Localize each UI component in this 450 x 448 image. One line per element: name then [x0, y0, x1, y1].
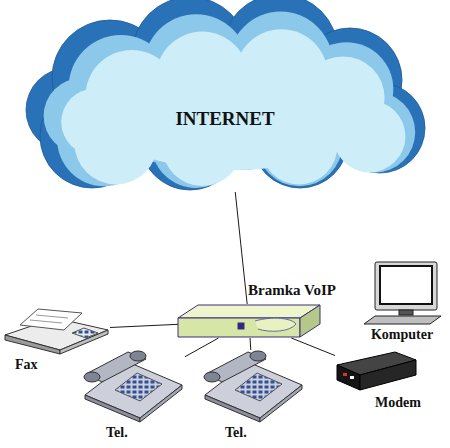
- fax-machine: [20, 309, 82, 330]
- device-label: Komputer: [371, 328, 433, 342]
- telephone: [130, 351, 146, 361]
- computer: [380, 266, 432, 304]
- telephone: [204, 372, 220, 382]
- telephone: [250, 351, 266, 361]
- telephone: [204, 351, 302, 422]
- modem: [337, 365, 360, 390]
- device-node: Bramka VoIP: [178, 304, 320, 338]
- computer: [364, 316, 441, 324]
- voip-gateway: [255, 318, 296, 331]
- connector-line: [185, 338, 219, 357]
- computer: [364, 262, 441, 324]
- modem: [343, 373, 347, 376]
- cloud-layer: [61, 29, 405, 186]
- telephone: [84, 351, 182, 422]
- modem: [350, 376, 354, 379]
- fax-machine: [5, 309, 108, 354]
- cloud-node: INTERNET: [25, 0, 425, 192]
- cloud-label: INTERNET: [175, 109, 274, 128]
- cloud-layer: [333, 100, 405, 172]
- connector-line: [110, 324, 178, 327]
- telephone: [235, 373, 282, 401]
- voip-gateway: [300, 305, 320, 337]
- connector-line: [291, 338, 335, 356]
- fax-machine: [5, 335, 60, 354]
- device-label: Fax: [15, 358, 38, 372]
- cloud-layer: [26, 0, 425, 190]
- device-label: Bramka VoIP: [248, 283, 336, 298]
- device-label: Tel.: [225, 426, 247, 440]
- telephone: [84, 372, 100, 382]
- modem: [360, 360, 416, 390]
- telephone: [85, 395, 140, 422]
- device-node: Tel.: [203, 350, 303, 422]
- fax-machine: [72, 328, 98, 338]
- telephone: [205, 395, 260, 422]
- device-node: Modem: [335, 352, 417, 392]
- internet-cloud: [26, 0, 425, 190]
- voip-gateway: [178, 305, 320, 337]
- computer: [399, 310, 413, 315]
- cloud-layer: [74, 101, 157, 184]
- device-node: Komputer: [362, 262, 442, 324]
- telephone: [115, 373, 162, 401]
- voip-gateway: [178, 305, 320, 318]
- cloud-layer: [44, 12, 416, 188]
- device-node: Fax: [3, 306, 110, 354]
- voip-gateway: [238, 323, 244, 329]
- device-node: Tel.: [80, 350, 185, 422]
- connector-line: [250, 338, 252, 350]
- computer: [375, 262, 437, 310]
- voip-gateway: [178, 318, 300, 337]
- modem: [337, 352, 416, 390]
- fax-machine: [30, 320, 62, 323]
- device-label: Modem: [375, 396, 421, 410]
- connector-line: [235, 192, 247, 304]
- fax-machine: [5, 318, 108, 350]
- device-label: Tel.: [106, 426, 128, 440]
- fax-machine: [36, 315, 68, 318]
